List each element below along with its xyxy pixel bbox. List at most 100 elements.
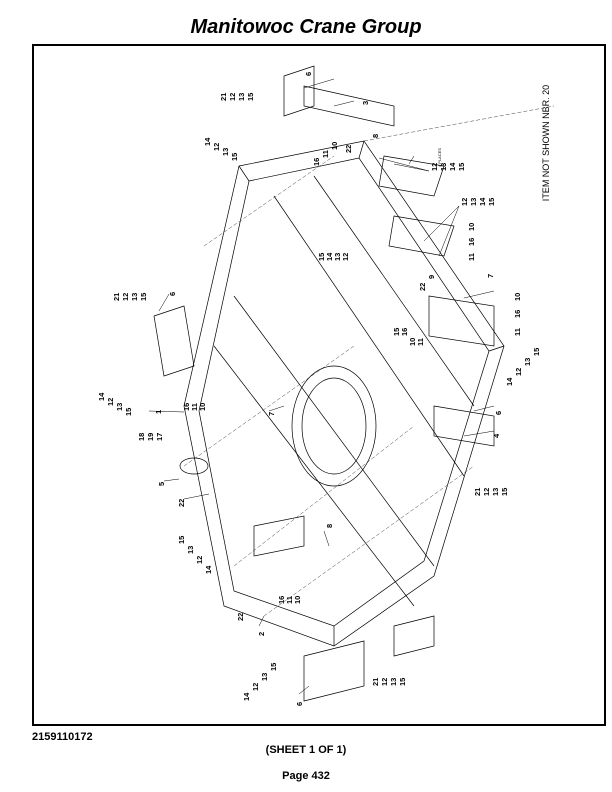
svg-text:13: 13 (186, 546, 195, 554)
svg-text:19: 19 (146, 433, 155, 441)
svg-text:13: 13 (237, 93, 246, 101)
svg-text:10: 10 (330, 142, 339, 150)
callout-22: 22 (236, 613, 245, 621)
callout-22: 22 (177, 499, 186, 507)
svg-text:21: 21 (473, 488, 482, 496)
svg-text:14: 14 (505, 377, 514, 386)
svg-text:12: 12 (228, 93, 237, 101)
callout-7: 7 (486, 274, 495, 278)
item-not-shown-note: ITEM NOT SHOWN NBR. 20 (541, 84, 551, 202)
svg-text:12: 12 (482, 488, 491, 496)
hardware-group-bottom-left: 15 13 12 14 (177, 536, 213, 574)
svg-text:14: 14 (242, 692, 251, 701)
svg-text:12: 12 (380, 678, 389, 686)
svg-text:15: 15 (177, 536, 186, 544)
svg-text:13: 13 (523, 358, 532, 366)
carbody-frame (153, 65, 555, 702)
svg-text:16: 16 (312, 158, 321, 166)
svg-text:11: 11 (321, 150, 330, 158)
hardware-group-right-mid: 14 12 13 15 (505, 348, 541, 386)
svg-text:15: 15 (487, 198, 496, 206)
hardware-group-left-mid: 18 19 17 (137, 433, 164, 441)
svg-text:13: 13 (260, 673, 269, 681)
svg-text:13: 13 (389, 678, 398, 686)
exploded-parts-diagram: 6 3 8 22 7 9 22 6 1 7 6 4 5 22 8 22 2 6 … (97, 65, 555, 706)
svg-text:11: 11 (285, 596, 294, 604)
callout-6: 6 (168, 292, 177, 296)
svg-text:18: 18 (137, 433, 146, 441)
callout-2: 2 (257, 632, 266, 636)
hardware-group-bolt-d: 16 11 10 (182, 403, 207, 411)
svg-text:12: 12 (212, 143, 221, 151)
svg-text:10: 10 (513, 293, 522, 301)
svg-text:11: 11 (467, 253, 476, 261)
hardware-group-right-upper: 12 13 14 15 (460, 197, 496, 206)
svg-text:13: 13 (130, 293, 139, 301)
svg-text:16: 16 (467, 238, 476, 246)
drawing-frame: 6 3 8 22 7 9 22 6 1 7 6 4 5 22 8 22 2 6 … (32, 44, 606, 726)
hardware-group-center: 15 14 13 12 (317, 252, 350, 261)
svg-text:12: 12 (121, 293, 130, 301)
callout-5: 5 (157, 482, 166, 486)
svg-text:11: 11 (190, 403, 199, 411)
svg-text:14: 14 (204, 565, 213, 574)
svg-text:13: 13 (469, 198, 478, 206)
svg-text:12: 12 (341, 253, 350, 261)
callout-9: 9 (427, 275, 436, 279)
svg-text:21: 21 (371, 678, 380, 686)
callout-4: 4 (492, 433, 501, 438)
hardware-group-center-right: 15 16 10 11 (392, 328, 425, 346)
hardware-group-bolt-c: 16 11 10 (312, 142, 339, 166)
svg-text:13: 13 (491, 488, 500, 496)
svg-text:12: 12 (430, 163, 439, 171)
svg-text:12: 12 (251, 683, 260, 691)
hardware-group-bolt-b: 10 16 11 (513, 293, 522, 336)
svg-text:17: 17 (155, 433, 164, 441)
svg-text:10: 10 (293, 596, 302, 604)
svg-text:16: 16 (182, 403, 191, 411)
svg-text:15: 15 (392, 328, 401, 336)
svg-text:15: 15 (139, 293, 148, 301)
svg-text:21: 21 (112, 293, 121, 301)
hardware-group-bolt-a: 10 16 11 (467, 223, 476, 261)
callout-1: 1 (154, 410, 163, 414)
sheet-label: (SHEET 1 OF 1) (265, 744, 347, 756)
callout-22: 22 (344, 145, 353, 153)
callout-7: 7 (267, 412, 276, 416)
svg-text:10: 10 (198, 403, 207, 411)
svg-text:15: 15 (500, 488, 509, 496)
svg-text:14: 14 (448, 162, 457, 171)
svg-text:12: 12 (106, 398, 115, 406)
callout-6: 6 (494, 411, 503, 415)
svg-text:15: 15 (269, 663, 278, 671)
hardware-group-left: 21 12 13 15 (112, 293, 148, 301)
hardware-group-bottom-right: 21 12 13 15 (371, 678, 407, 686)
svg-text:14: 14 (325, 252, 334, 261)
svg-text:15: 15 (398, 678, 407, 686)
callout-8: 8 (325, 524, 334, 528)
hardware-group-top: 21 12 13 15 (219, 93, 255, 101)
page-number: Page 432 (282, 770, 330, 782)
svg-text:13: 13 (115, 403, 124, 411)
svg-text:12: 12 (460, 198, 469, 206)
hardware-group-right-lower: 21 12 13 15 (473, 488, 509, 496)
svg-text:14: 14 (97, 392, 106, 401)
callout-22: 22 (418, 283, 427, 291)
svg-text:21: 21 (219, 93, 228, 101)
svg-text:16: 16 (277, 596, 286, 604)
svg-text:16: 16 (513, 310, 522, 318)
document-number: 2159110172 (32, 731, 93, 743)
svg-text:15: 15 (532, 348, 541, 356)
hardware-group-top-left: 14 12 13 15 (203, 137, 239, 161)
hardware-group-right-top: 12 13 14 15 (430, 162, 466, 171)
svg-text:15: 15 (457, 163, 466, 171)
places-note: 4 PLACES (437, 147, 443, 168)
svg-text:12: 12 (514, 368, 523, 376)
svg-text:13: 13 (221, 148, 230, 156)
svg-text:14: 14 (203, 137, 212, 146)
svg-text:16: 16 (400, 328, 409, 336)
hardware-group-bolt-e: 16 11 10 (277, 596, 302, 604)
svg-text:15: 15 (246, 93, 255, 101)
callout-6: 6 (295, 702, 304, 706)
page-title: Manitowoc Crane Group (190, 16, 422, 38)
